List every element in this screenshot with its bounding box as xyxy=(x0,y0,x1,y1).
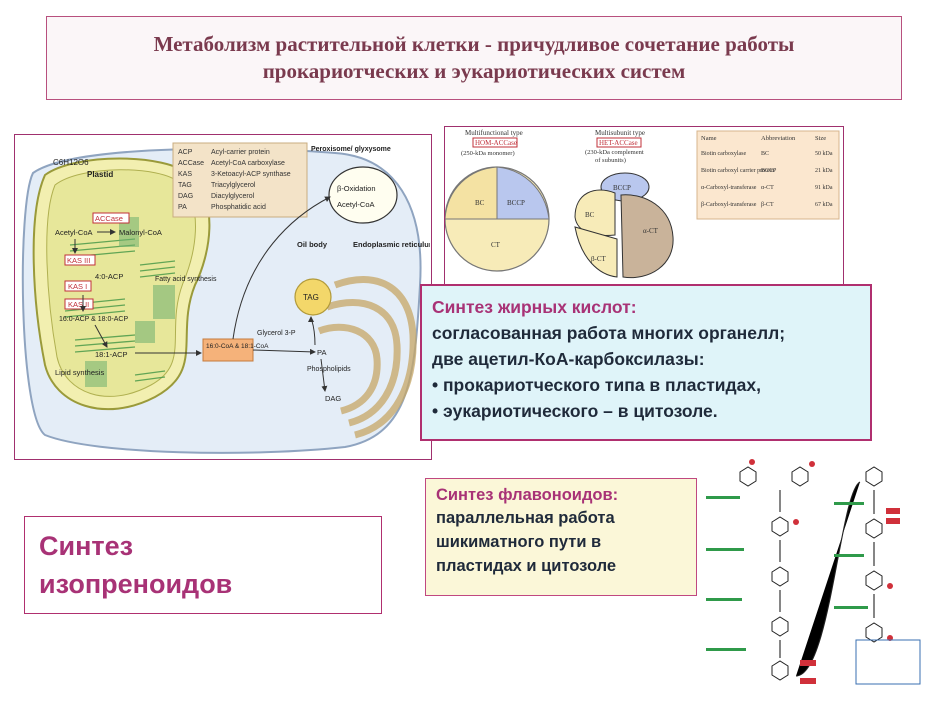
tag-label: TAG xyxy=(303,293,319,302)
legend-name: Acyl-carrier protein xyxy=(211,149,270,156)
flavonoid-title: Синтез флавоноидов: xyxy=(436,486,619,504)
oil-body-label: Oil body xyxy=(297,240,328,249)
legend-abbr: DAG xyxy=(178,193,193,200)
c4-acp-label: 4:0-ACP xyxy=(95,272,123,281)
table-header: Name xyxy=(701,135,717,142)
flavonoid-line-2: шикиматного пути в xyxy=(436,533,602,551)
fatty-acid-line-2: две ацетил-КоА-карбоксилазы: xyxy=(432,349,705,369)
fatty-acid-synthesis-label: Fatty acid synthesis xyxy=(155,276,217,283)
acetyl-coa-label: Acetyl-CoA xyxy=(55,228,93,237)
table-cell: Biotin carboxylase xyxy=(701,151,746,157)
title-banner: Метаболизм растительной клетки - причудл… xyxy=(46,16,902,100)
cell-diagram-svg: C6H12O6 Plastid ACCase Acetyl-CoA Malony… xyxy=(21,142,436,454)
multifunctional-type-label: Multifunctional type xyxy=(465,129,523,137)
accase-label: ACCase xyxy=(95,214,123,223)
beta-oxidation-label: β-Oxidation xyxy=(337,184,376,193)
alpha-ct-label: α-CT xyxy=(643,227,659,235)
hom-bc-label: BC xyxy=(475,199,485,207)
fatty-acid-line-1: согласованная работа многих органелл; xyxy=(432,323,786,343)
c18-1-acp-label: 18:1-ACP xyxy=(95,350,128,359)
fatty-acid-line-3: • прокариотческого типа в пластидах, xyxy=(432,375,761,395)
accase-enzyme-figure: Multifunctional type HOM-ACCase (250-kDa… xyxy=(444,126,844,286)
table-cell: α-Carboxyl-transferase xyxy=(701,184,757,191)
fatty-acid-synthesis-box: Синтез жирных кислот: согласованная рабо… xyxy=(420,284,872,441)
hom-size-label: (250-kDa monomer) xyxy=(461,150,515,157)
enzyme-svg: Multifunctional type HOM-ACCase (250-kDa… xyxy=(444,129,840,279)
table-cell: 91 kDa xyxy=(815,185,833,191)
multisubunit-type-label: Multisubunit type xyxy=(595,129,645,137)
table-cell: BCCP xyxy=(761,168,777,174)
legend-abbr: ACP xyxy=(178,149,193,156)
flavonoid-line-1: параллельная работа xyxy=(436,509,615,527)
kas-ii-label: KAS II xyxy=(68,300,89,309)
hom-ct-label: CT xyxy=(491,241,501,249)
table-cell: β-Carboxyl-transferase xyxy=(701,201,757,208)
legend-abbr: ACCase xyxy=(178,160,204,167)
c16-c18-acp-label: 16:0-ACP & 18:0-ACP xyxy=(59,316,128,323)
shikimate-pathway-svg xyxy=(706,459,921,685)
het-size-label-2: of subunits) xyxy=(595,157,626,164)
malonyl-coa-label: Malonyl-CoA xyxy=(119,228,162,237)
dag-label: DAG xyxy=(325,394,341,403)
table-cell: 50 kDa xyxy=(815,151,833,157)
acyl-coa-export-label: 16:0-CoA & 18:1-CoA xyxy=(206,343,269,350)
table-cell: Biotin carboxyl carrier protein xyxy=(701,168,774,174)
table-cell: 67 kDa xyxy=(815,202,833,208)
phospholipids-label: Phospholipids xyxy=(307,366,351,373)
title-line-1: Метаболизм растительной клетки - причудл… xyxy=(153,32,795,56)
kas-iii-label: KAS III xyxy=(67,256,90,265)
legend-name: 3-Ketoacyl-ACP synthase xyxy=(211,171,291,178)
het-accase-label: HET-ACCase xyxy=(599,139,638,147)
title-line-2: прокариотческих и эукариотических систем xyxy=(262,59,686,83)
hom-bccp-label: BCCP xyxy=(507,199,525,207)
het-size-label-1: (230-kDa complement xyxy=(585,149,644,156)
glucose-formula: C6H12O6 xyxy=(53,158,89,167)
legend-name: Triacylglycerol xyxy=(211,182,256,189)
acetyl-coa-perox-label: Acetyl-CoA xyxy=(337,200,375,209)
isoprenoid-line-1: Синтез xyxy=(39,531,134,561)
table-header: Size xyxy=(815,135,826,142)
table-cell: β-CT xyxy=(761,202,774,208)
het-bccp-label: BCCP xyxy=(613,184,631,192)
legend-abbr: TAG xyxy=(178,182,192,189)
het-bc-label: BC xyxy=(585,211,595,219)
table-header: Abbreviation xyxy=(761,135,796,142)
flavonoid-line-3: пластидах и цитозоле xyxy=(436,557,617,575)
shikimate-pathway-figure xyxy=(700,452,926,692)
er-label: Endoplasmic reticulum xyxy=(353,240,430,249)
legend-name: Phosphatidic acid xyxy=(211,204,266,211)
flavonoid-synthesis-box: Синтез флавоноидов: параллельная работа … xyxy=(425,478,697,596)
peroxisome-label: Peroxisome/ glyxysome xyxy=(311,146,391,153)
legend-abbr: PA xyxy=(178,204,187,211)
table-cell: 21 kDa xyxy=(815,168,833,174)
lipid-synthesis-label: Lipid synthesis xyxy=(55,368,104,377)
pa-label: PA xyxy=(317,348,326,357)
kas-i-label: KAS I xyxy=(68,282,87,291)
legend-name: Diacylglycerol xyxy=(211,193,255,200)
cell-metabolism-figure: C6H12O6 Plastid ACCase Acetyl-CoA Malony… xyxy=(14,134,436,460)
table-cell: BC xyxy=(761,151,769,157)
isoprenoid-synthesis-box: Синтез изопреноидов xyxy=(24,516,382,614)
glycerol-label: Glycerol 3-P xyxy=(257,330,296,337)
fatty-acid-line-4: • эукариотического – в цитозоле. xyxy=(432,401,718,421)
legend-name: Acetyl-CoA carboxylase xyxy=(211,160,285,167)
legend-abbr: KAS xyxy=(178,171,192,178)
beta-ct-label: β-CT xyxy=(591,255,607,263)
plastid-label: Plastid xyxy=(87,170,113,179)
hom-accase-label: HOM-ACCase xyxy=(475,139,517,147)
fatty-acid-title: Синтез жирных кислот: xyxy=(432,297,637,317)
table-cell: α-CT xyxy=(761,185,774,191)
isoprenoid-line-2: изопреноидов xyxy=(39,569,233,599)
